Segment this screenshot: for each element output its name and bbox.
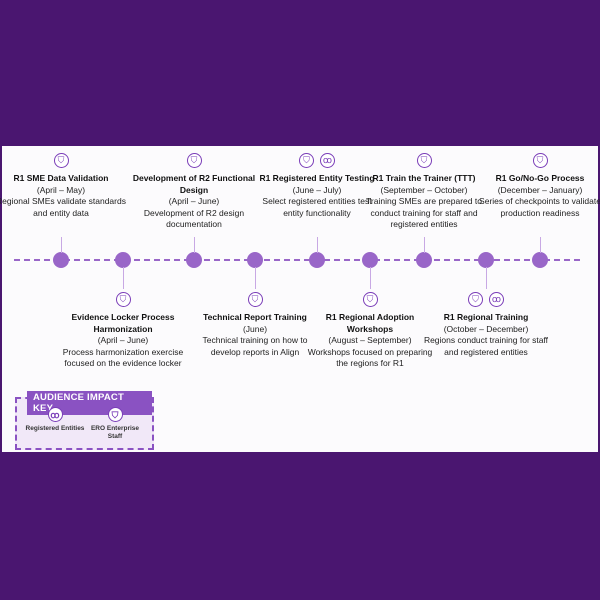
milestone-dates: (June – July) — [292, 184, 342, 195]
connector — [61, 237, 62, 253]
timeline-dot — [362, 252, 378, 268]
shield-icon: ⛉ — [532, 153, 548, 168]
timeline-line — [14, 259, 580, 261]
timeline-dot — [186, 252, 202, 268]
milestone-dates: (October – December) — [443, 323, 529, 334]
shield-icon: ⛉ — [416, 153, 432, 168]
shield-icon: ⛉ — [362, 292, 378, 307]
milestone-title: R1 Go/No-Go Process — [495, 173, 585, 183]
timeline-dot — [53, 252, 69, 268]
milestone-desc: Technical training on how to develop rep… — [202, 335, 308, 357]
timeline-dot — [115, 252, 131, 268]
people-icon: ꝏ — [489, 292, 504, 307]
milestone-dates: (April – May) — [36, 184, 86, 195]
milestone-desc: Training SMEs are prepared to conduct tr… — [366, 196, 482, 229]
key-label: Registered Entities — [25, 425, 85, 432]
timeline-dot — [416, 252, 432, 268]
audience-impact-key: AUDIENCE IMPACT KEY ꝏ Registered Entitie… — [15, 391, 154, 450]
milestone-desc: Regions conduct training for staff and r… — [423, 335, 549, 357]
milestone: ⛉ R1 Go/No-Go Process(December – January)… — [475, 153, 600, 219]
milestone: ⛉ Evidence Locker Process Harmonization(A… — [58, 292, 188, 370]
key-registered-entities: ꝏ Registered Entities — [25, 407, 85, 433]
connector — [370, 267, 371, 289]
milestone: ⛉ Development of R2 Functional Design(Apr… — [129, 153, 259, 231]
milestone-dates: (April – June) — [97, 335, 149, 345]
shield-icon: ⛉ — [107, 407, 123, 422]
milestone-desc: Regional SMEs validate standards and ent… — [0, 196, 126, 218]
milestone-title: Evidence Locker Process Harmonization — [71, 312, 175, 334]
milestone-title: R1 Registered Entity Testing — [259, 173, 375, 183]
milestone-dates: (August – September) — [328, 335, 412, 345]
people-icon: ꝏ — [47, 407, 63, 422]
shield-icon: ⛉ — [247, 292, 263, 307]
key-label: ERO Enterprise Staff — [90, 425, 140, 440]
shield-icon: ⛉ — [468, 292, 483, 307]
milestone-desc: Series of checkpoints to validate produc… — [479, 196, 600, 218]
milestone-title: R1 SME Data Validation — [13, 173, 109, 183]
milestone: ⛉ Technical Report Training(June)Technica… — [190, 292, 320, 358]
shield-icon: ⛉ — [186, 153, 202, 168]
people-icon: ꝏ — [320, 153, 335, 168]
milestone-title: Technical Report Training — [203, 312, 307, 322]
timeline-dot — [478, 252, 494, 268]
milestone: ⛉ R1 Train the Trainer (TTT)(September – … — [359, 153, 489, 231]
timeline-dot — [247, 252, 263, 268]
connector — [194, 237, 195, 253]
milestone-dates: (December – January) — [497, 184, 583, 195]
connector — [424, 237, 425, 253]
milestone: ⛉ R1 SME Data Validation(April – May)Regi… — [0, 153, 126, 219]
milestone-dates: (April – June) — [168, 196, 220, 206]
shield-icon: ⛉ — [115, 292, 131, 307]
milestone-dates: (September – October) — [380, 184, 468, 195]
connector — [540, 237, 541, 253]
connector — [317, 237, 318, 253]
timeline-dot — [532, 252, 548, 268]
milestone-title: R1 Regional Training — [443, 312, 529, 322]
milestone-desc: Development of R2 design documentation — [143, 207, 245, 230]
milestone-dates: (June) — [242, 323, 268, 334]
connector — [486, 267, 487, 289]
milestone: ⛉ R1 Regional Adoption Workshops(August –… — [305, 292, 435, 370]
milestone-desc: Process harmonization exercise focused o… — [62, 346, 184, 369]
shield-icon: ⛉ — [299, 153, 314, 168]
key-ero-staff: ⛉ ERO Enterprise Staff — [85, 407, 145, 441]
milestone: ⛉ ꝏ R1 Regional Training(October – Decembe… — [421, 292, 551, 358]
milestone-title: Development of R2 Functional Design — [132, 173, 256, 195]
timeline-dot — [309, 252, 325, 268]
connector — [123, 267, 124, 289]
milestone-title: R1 Train the Trainer (TTT) — [372, 173, 476, 183]
shield-icon: ⛉ — [53, 153, 69, 168]
milestone: ⛉ ꝏ R1 Registered Entity Testing(June – Ju… — [252, 153, 382, 219]
milestone-desc: Workshops focused on preparing the regio… — [307, 346, 433, 369]
milestone-title: R1 Regional Adoption Workshops — [325, 312, 415, 334]
connector — [255, 267, 256, 289]
milestone-desc: Select registered entities test entity f… — [262, 196, 372, 218]
